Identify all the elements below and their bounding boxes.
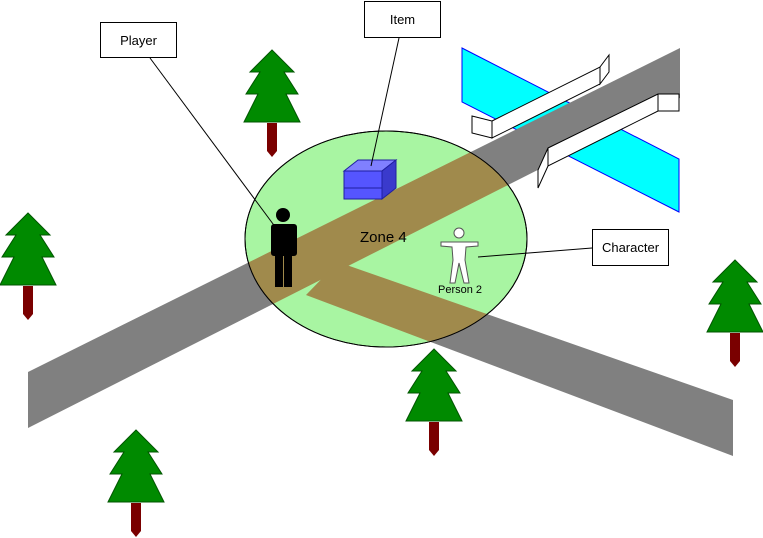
character-figure-icon [440,227,479,284]
character-leader [477,247,593,258]
player-silhouette-icon [271,208,297,287]
zone-label: Zone 4 [360,229,407,246]
tree-icon [706,259,763,367]
bridge-front [537,93,680,189]
player-leader [149,57,280,233]
item-box-icon [342,158,398,201]
item-callout: Item [364,1,441,38]
item-leader [370,37,400,167]
bridge-back [471,53,610,139]
tree-icon [107,429,165,537]
tree-icon [0,212,57,320]
character-callout: Character [592,229,669,266]
person-label: Person 2 [438,284,483,296]
player-callout: Player [100,22,177,58]
tree-icon [243,49,301,157]
tree-icon [405,348,463,456]
